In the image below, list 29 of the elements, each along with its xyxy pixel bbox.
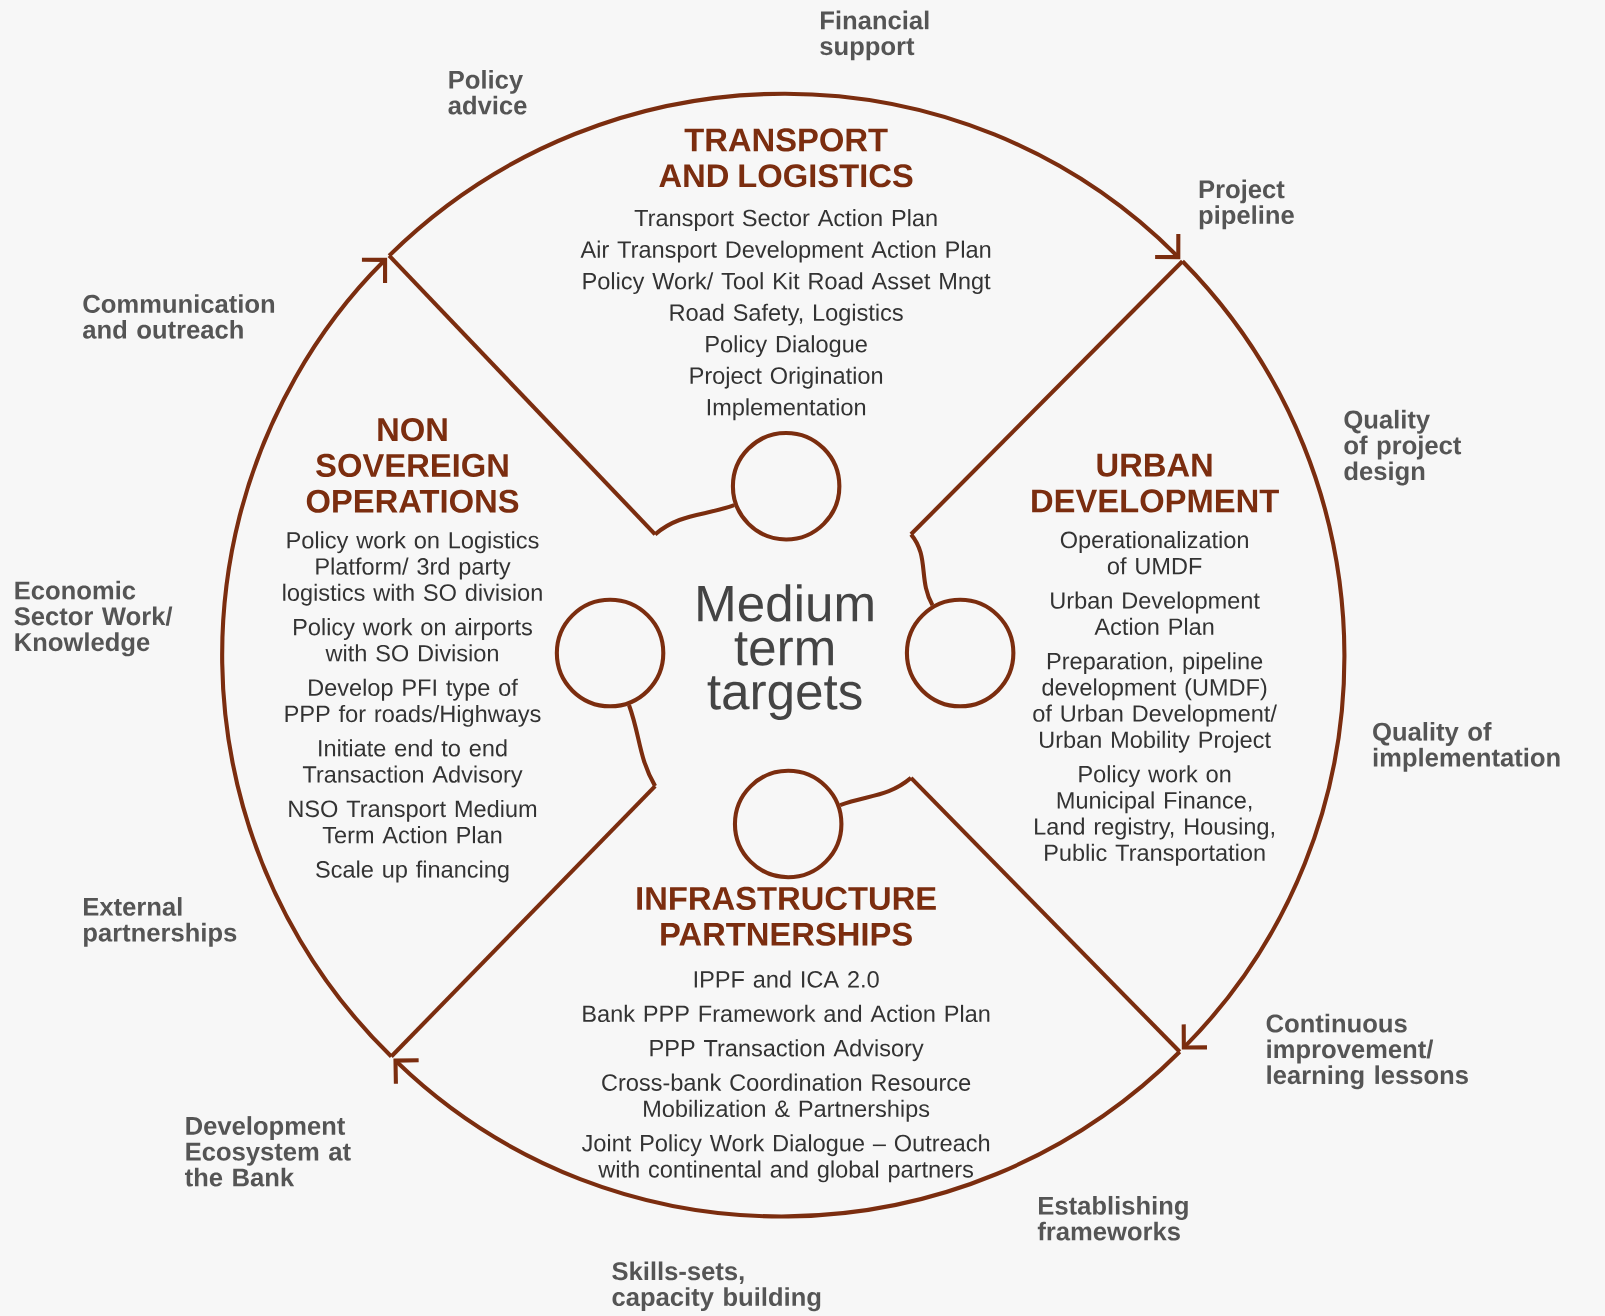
outer-label: Development Ecosystem at the Bank <box>185 1115 351 1187</box>
outer-label: Project pipeline <box>1199 179 1294 229</box>
arrow <box>393 1050 1182 1219</box>
center-title: Medium term targets <box>698 584 873 720</box>
circle <box>554 597 666 709</box>
outer-label: Skills-sets, capacity building <box>612 1261 821 1312</box>
outer-label: Financial support <box>820 10 929 61</box>
outer-label: Communication and outreach <box>83 294 275 339</box>
arrow <box>387 91 1181 259</box>
circle <box>732 768 844 880</box>
connector-line <box>627 704 657 787</box>
outer-label: Quality of implementation <box>1373 721 1560 772</box>
arrow <box>1180 259 1347 1050</box>
outer-label: Economic Sector Work/ Knowledge <box>14 580 173 657</box>
quadrant-text: NON SOVEREIGN OPERATIONS Policy work on Logistics Platform/ 3rd party logistics with SO division Policy work on airports with SO Division Develop PFI type of PPP for roads/Highways Initiate end to end Transaction Advisory NSO Transport Medium Term Action Plan Scale up financing <box>283 417 542 883</box>
outer-label: Continuous improvement/ learning lessons <box>1266 1013 1468 1090</box>
circle <box>730 430 842 542</box>
connector-line <box>653 503 735 536</box>
outer-label: Quality of project design <box>1344 409 1462 486</box>
connector-line <box>909 532 935 606</box>
arrow <box>220 257 393 1058</box>
connector-line <box>839 776 913 807</box>
outer-label: Policy advice <box>448 69 527 115</box>
circle <box>904 597 1016 709</box>
outer-label: External partnerships <box>84 896 237 947</box>
quadrant-text: URBAN DEVELOPMENT Operationalization of UMDF Urban Development Action Plan Preparation, pipeline development (UMDF) of Urban Development/ Urban Mobility Project Policy work on Municipal Finance, Land registry, Housing, Public Transportation <box>1032 453 1279 866</box>
outer-label: Establishing frameworks <box>1037 1195 1188 1241</box>
quadrant-text: INFRASTRUCTURE PARTNERSHIPS IPPF and ICA 2.0 Bank PPP Framework and Action Plan PPP Transaction Advisory Cross-bank Coordination Resource Mobilization & Partnerships Joint Policy Work Dialogue – Outreach with continental and global partners <box>581 886 990 1183</box>
quadrant-text: TRANSPORT AND LOGISTICS Transport Sector Action Plan Air Transport Development Action Plan Policy Work/ Tool Kit Road Asset Mngt Road Safety, Logistics Policy Dialogue Project Origination Implementation <box>580 128 991 420</box>
